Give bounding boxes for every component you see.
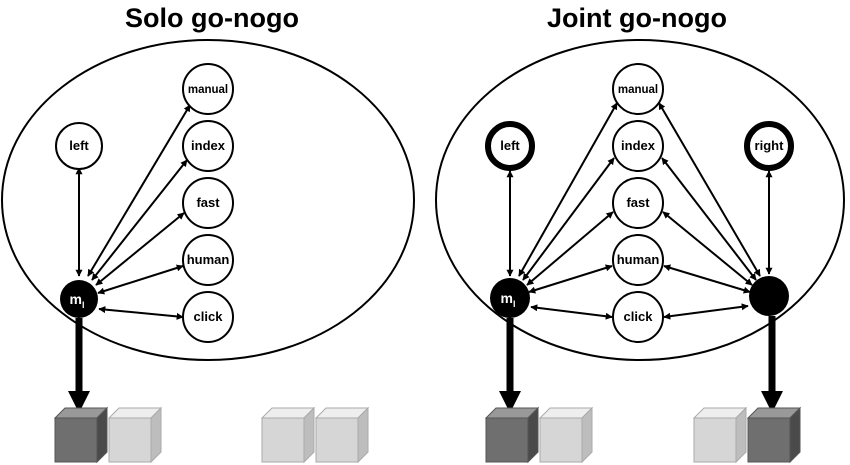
solo-index-label: index [191,138,226,153]
joint-click-label: click [624,309,654,324]
solo-link-fast [95,212,185,286]
joint-left-label: left [500,138,520,153]
joint-agent-left-node: ml [490,278,530,318]
joint-panel: Joint go-nogo left right [435,3,845,464]
joint-link-r-human [663,264,751,294]
solo-link-human [97,264,184,295]
solo-link-index [91,159,188,281]
joint-link-r-index [661,157,757,281]
solo-click-label: click [194,309,224,324]
svg-text:ml: ml [501,290,516,309]
joint-index-label: index [621,138,656,153]
joint-node-manual: manual [612,63,664,115]
solo-agent-node: ml [60,280,98,318]
solo-node-index: index [182,120,234,172]
joint-task-ellipse [435,39,845,361]
solo-task-ellipse [1,39,415,361]
joint-cube-3 [692,406,748,464]
joint-link-r-click [663,303,749,320]
solo-node-manual: manual [182,63,234,115]
solo-left-label: left [69,138,89,153]
solo-manual-label: manual [188,84,228,96]
solo-agent-label: m [70,291,82,307]
solo-cube-2 [107,406,163,464]
joint-link-l-click [530,304,613,320]
joint-agent-subscript: l [513,299,516,309]
joint-link-l-index [522,157,615,281]
solo-cube-1 [53,406,109,464]
solo-node-left: left [55,122,103,170]
joint-fast-label: fast [626,195,650,210]
joint-manual-label: manual [618,84,658,96]
solo-panel: Solo go-nogo left manual index fast [1,3,415,464]
solo-cube-4 [314,406,370,464]
joint-link-l-fast [526,211,614,286]
joint-cube-1 [484,406,540,464]
solo-agent-subscript: l [82,300,85,310]
solo-node-human: human [182,234,234,286]
joint-right-label: right [755,138,785,153]
joint-title: Joint go-nogo [547,3,727,33]
joint-node-fast: fast [612,177,664,229]
solo-title: Solo go-nogo [125,3,299,33]
joint-node-human: human [612,234,664,286]
joint-node-index: index [612,120,664,172]
joint-node-click: click [612,291,664,343]
joint-cube-4 [746,406,802,464]
solo-fast-label: fast [196,195,220,210]
joint-link-r-fast [662,211,753,286]
joint-cube-2 [538,406,594,464]
joint-agent-label: m [501,290,513,306]
joint-human-label: human [617,252,660,267]
solo-cube-3 [260,406,316,464]
joint-link-l-human [528,264,613,294]
joint-node-right: right [744,121,794,171]
solo-human-label: human [187,252,230,267]
solo-node-click: click [182,291,234,343]
solo-link-click [98,306,184,320]
svg-text:ml: ml [70,291,85,310]
joint-links [506,102,773,320]
joint-node-left: left [485,121,535,171]
solo-links [75,104,191,320]
solo-node-fast: fast [182,177,234,229]
joint-agent-right-node [749,276,789,316]
